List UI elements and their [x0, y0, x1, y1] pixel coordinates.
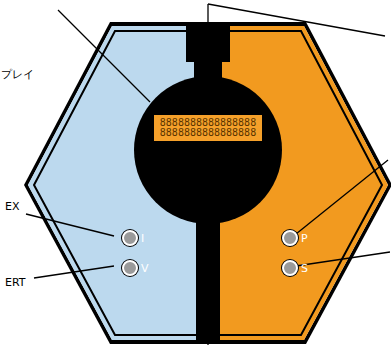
callout-label: ERT — [4, 276, 27, 289]
button-circle — [282, 230, 298, 246]
leader-line — [58, 10, 150, 102]
leader-line — [26, 214, 114, 236]
top-tab — [186, 26, 230, 80]
button-letter: P — [301, 232, 308, 245]
leader-line — [296, 252, 390, 266]
button: I — [122, 230, 144, 246]
leader-line — [208, 4, 385, 36]
leader-line — [296, 160, 388, 234]
button-letter: S — [301, 262, 308, 275]
button-letter: I — [141, 232, 144, 245]
button-letter: V — [141, 262, 149, 275]
button-circle — [282, 260, 298, 276]
leader-line — [34, 266, 114, 278]
callout-label: EX — [4, 200, 21, 213]
button: S — [282, 260, 308, 276]
button: V — [122, 260, 149, 276]
button-circle — [122, 260, 138, 276]
segment-digits: 8888888888888888 — [160, 128, 256, 138]
bottom-bar — [196, 200, 220, 340]
callout-label: プレイ — [0, 68, 35, 81]
button-circle — [122, 230, 138, 246]
lcd-display: 88888888888888888888888888888888 — [152, 113, 264, 143]
segment-digits: 8888888888888888 — [160, 118, 256, 128]
button: P — [282, 230, 308, 246]
